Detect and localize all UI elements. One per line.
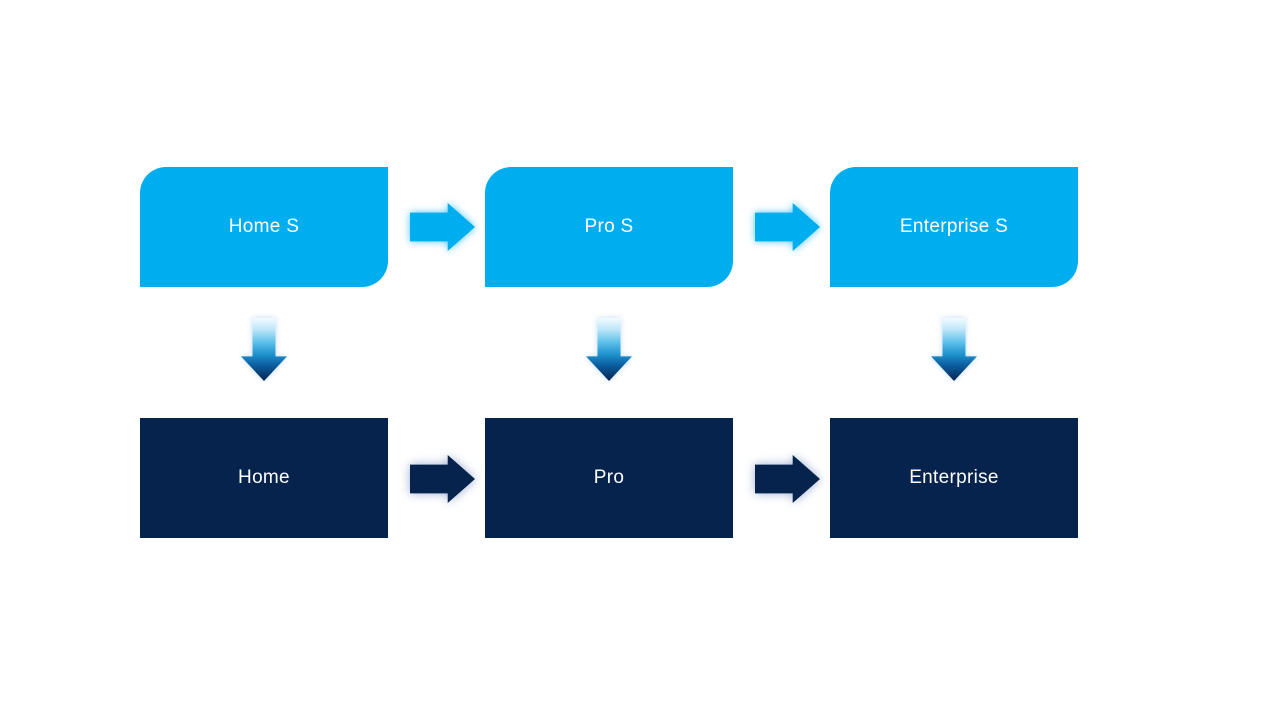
arrow-down-icon: [931, 318, 977, 381]
arrow-down-icon: [586, 318, 632, 381]
node-pro-s-label: Pro S: [584, 216, 634, 237]
arrow-right-icon: [410, 455, 475, 503]
node-home-s-label: Home S: [228, 216, 300, 237]
arrow-right-shape: [410, 455, 475, 503]
node-pro-s: Pro S: [485, 167, 733, 287]
node-pro: Pro: [485, 418, 733, 538]
node-home: Home: [140, 418, 388, 538]
arrow-right-icon: [755, 203, 820, 251]
arrow-right-shape: [755, 203, 820, 251]
node-enterprise: Enterprise: [830, 418, 1078, 538]
arrow-down-shape: [586, 318, 632, 381]
node-enterprise-s: Enterprise S: [830, 167, 1078, 287]
arrow-down-icon: [241, 318, 287, 381]
node-pro-label: Pro: [593, 467, 625, 488]
arrow-down-shape: [241, 318, 287, 381]
node-enterprise-label: Enterprise: [909, 467, 999, 488]
arrow-down-shape: [931, 318, 977, 381]
arrow-right-shape: [410, 203, 475, 251]
node-home-label: Home: [238, 467, 290, 488]
node-home-s: Home S: [140, 167, 388, 287]
arrow-right-shape: [755, 455, 820, 503]
arrow-right-icon: [755, 455, 820, 503]
node-enterprise-s-label: Enterprise S: [899, 216, 1009, 237]
arrow-right-icon: [410, 203, 475, 251]
